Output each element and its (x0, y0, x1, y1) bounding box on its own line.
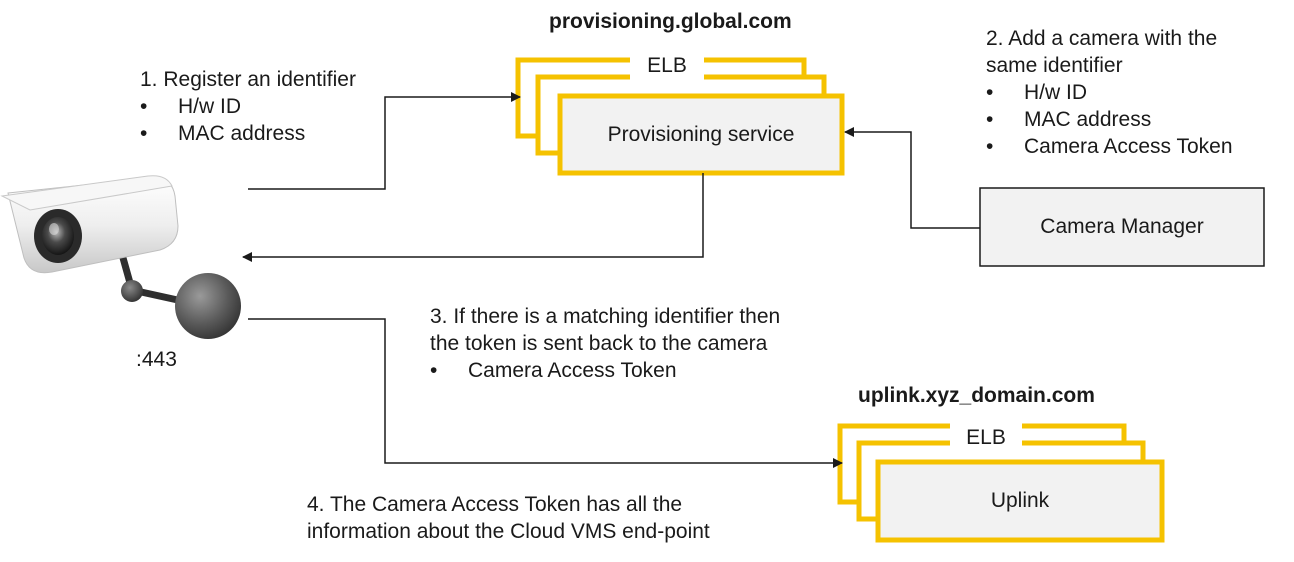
step3-line2: the token is sent back to the camera (430, 332, 768, 355)
bullet-label: MAC address (1024, 108, 1152, 131)
step4-line2: information about the Cloud VMS end-poin… (307, 520, 710, 543)
uplink-elb-label-bg (950, 418, 1022, 446)
arrow-camera-to-uplink (248, 318, 843, 468)
bullet-marker: • (986, 81, 994, 104)
uplink-domain-title: uplink.xyz_domain.com (858, 384, 1095, 407)
step1-bullet-hwid: • H/w ID (140, 93, 380, 120)
step1-title: 1. Register an identifier (140, 68, 356, 91)
bullet-label: Camera Access Token (468, 359, 677, 382)
arrow-provisioning-to-camera (242, 173, 704, 262)
camera-port-label: :443 (136, 348, 177, 371)
bullet-marker: • (140, 95, 148, 118)
bullet-marker: • (986, 108, 994, 131)
bullet-label: MAC address (178, 122, 306, 145)
step2-bullet-token: • Camera Access Token (986, 133, 1286, 160)
step2-bullet-hwid: • H/w ID (986, 79, 1286, 106)
bullet-label: H/w ID (1024, 81, 1087, 104)
provisioning-service-label: Provisioning service (607, 122, 795, 146)
bullet-label: Camera Access Token (1024, 135, 1233, 158)
bullet-marker: • (986, 135, 994, 158)
uplink-elb-stack (837, 418, 1165, 543)
provisioning-elb-stack (515, 52, 845, 176)
camera-manager-label: Camera Manager (1040, 215, 1204, 238)
security-camera-icon (0, 175, 241, 339)
step2-title-line2: same identifier (986, 54, 1123, 77)
provisioning-elb-label-bg (630, 52, 704, 80)
arrow-manager-to-provisioning (844, 127, 980, 229)
bullet-marker: • (430, 359, 438, 382)
provisioning-domain-title: provisioning.global.com (549, 10, 792, 33)
step4-line1: 4. The Camera Access Token has all the (307, 493, 683, 516)
uplink-service-box (875, 459, 1165, 543)
step2-title-line1: 2. Add a camera with the (986, 27, 1218, 50)
uplink-service-label: Uplink (990, 489, 1050, 512)
bullet-marker: • (140, 122, 148, 145)
provisioning-service-box (557, 93, 845, 176)
step2-bullet-mac: • MAC address (986, 106, 1286, 133)
step1-bullet-mac: • MAC address (140, 120, 380, 147)
step3-line1: 3. If there is a matching identifier the… (430, 305, 781, 328)
bullet-label: H/w ID (178, 95, 241, 118)
camera-manager-box (979, 187, 1265, 267)
step3-bullet-token: • Camera Access Token (430, 357, 730, 384)
uplink-elb-label: ELB (966, 426, 1006, 449)
provisioning-elb-label: ELB (647, 54, 687, 77)
arrow-register-to-provisioning (248, 92, 521, 190)
